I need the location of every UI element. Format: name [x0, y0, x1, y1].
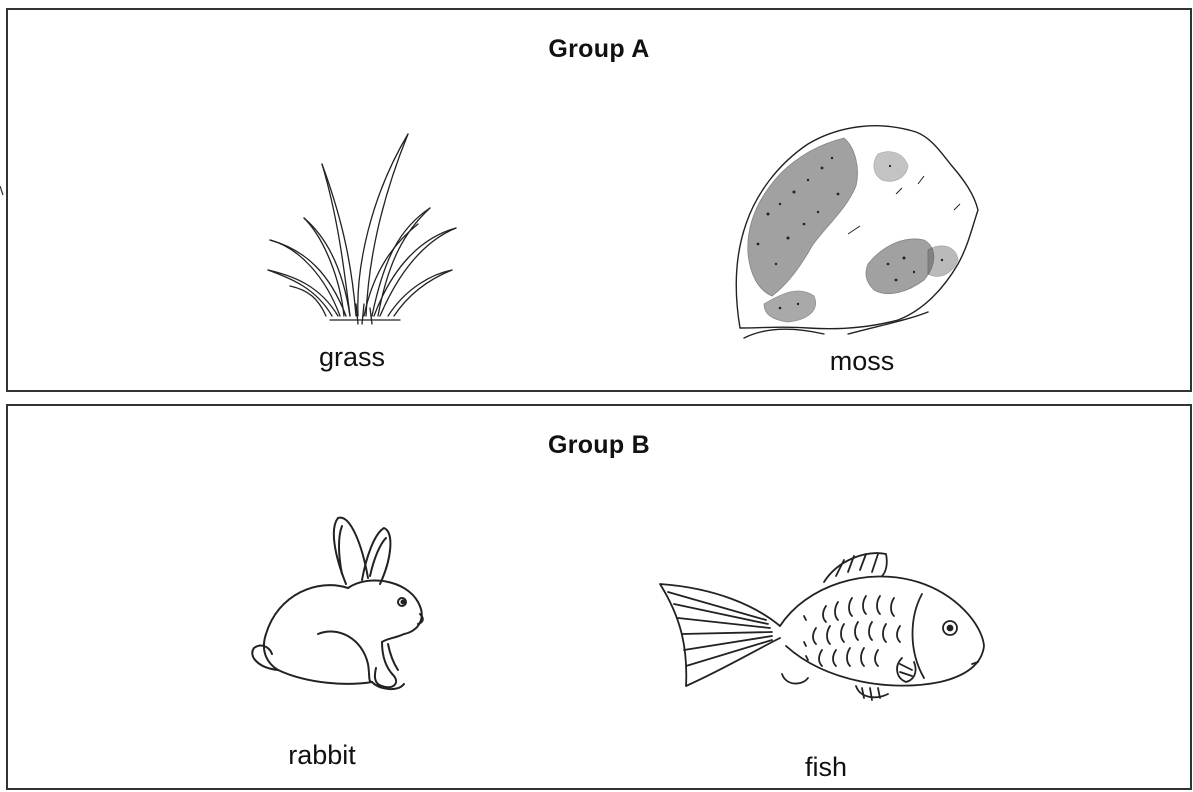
group-b-title: Group B — [8, 431, 1190, 460]
moss-label: moss — [762, 346, 962, 377]
group-a-title: Group A — [8, 35, 1190, 64]
fish-label: fish — [726, 752, 926, 783]
rabbit-icon — [238, 514, 434, 694]
group-b-panel: Group B ra — [6, 404, 1192, 790]
scan-mark — [0, 186, 4, 196]
grass-label: grass — [252, 342, 452, 373]
fish-icon — [656, 546, 988, 706]
rabbit-label: rabbit — [222, 740, 422, 771]
group-a-panel: Group A — [6, 8, 1192, 392]
grass-icon — [260, 128, 460, 328]
moss-rock-icon — [728, 114, 990, 340]
